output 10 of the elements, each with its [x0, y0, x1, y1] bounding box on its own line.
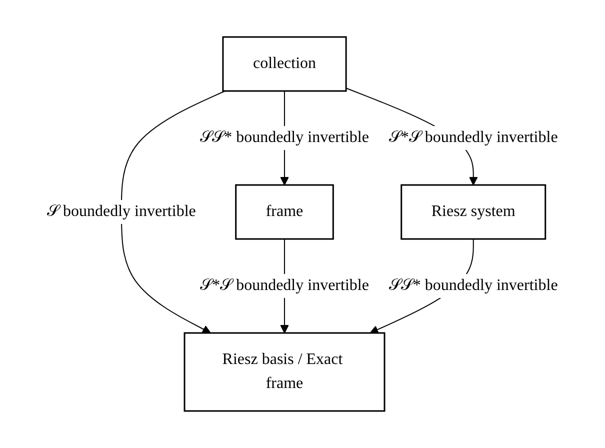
edge-label: 𝒮𝒮* boundedly invertible: [389, 276, 558, 294]
arrow: [121, 90, 226, 334]
edge-label: 𝒮*𝒮 boundedly invertible: [389, 128, 558, 146]
node-box: frame: [235, 184, 334, 240]
edge-label: 𝒮𝒮* boundedly invertible: [200, 128, 370, 146]
node-box: collection: [222, 36, 347, 92]
node-box: Riesz system: [400, 184, 546, 240]
edge-label: 𝒮 boundedly invertible: [47, 202, 196, 220]
node-box: Riesz basis / Exact frame: [184, 332, 386, 412]
edge-label: 𝒮*𝒮 boundedly invertible: [200, 276, 370, 294]
